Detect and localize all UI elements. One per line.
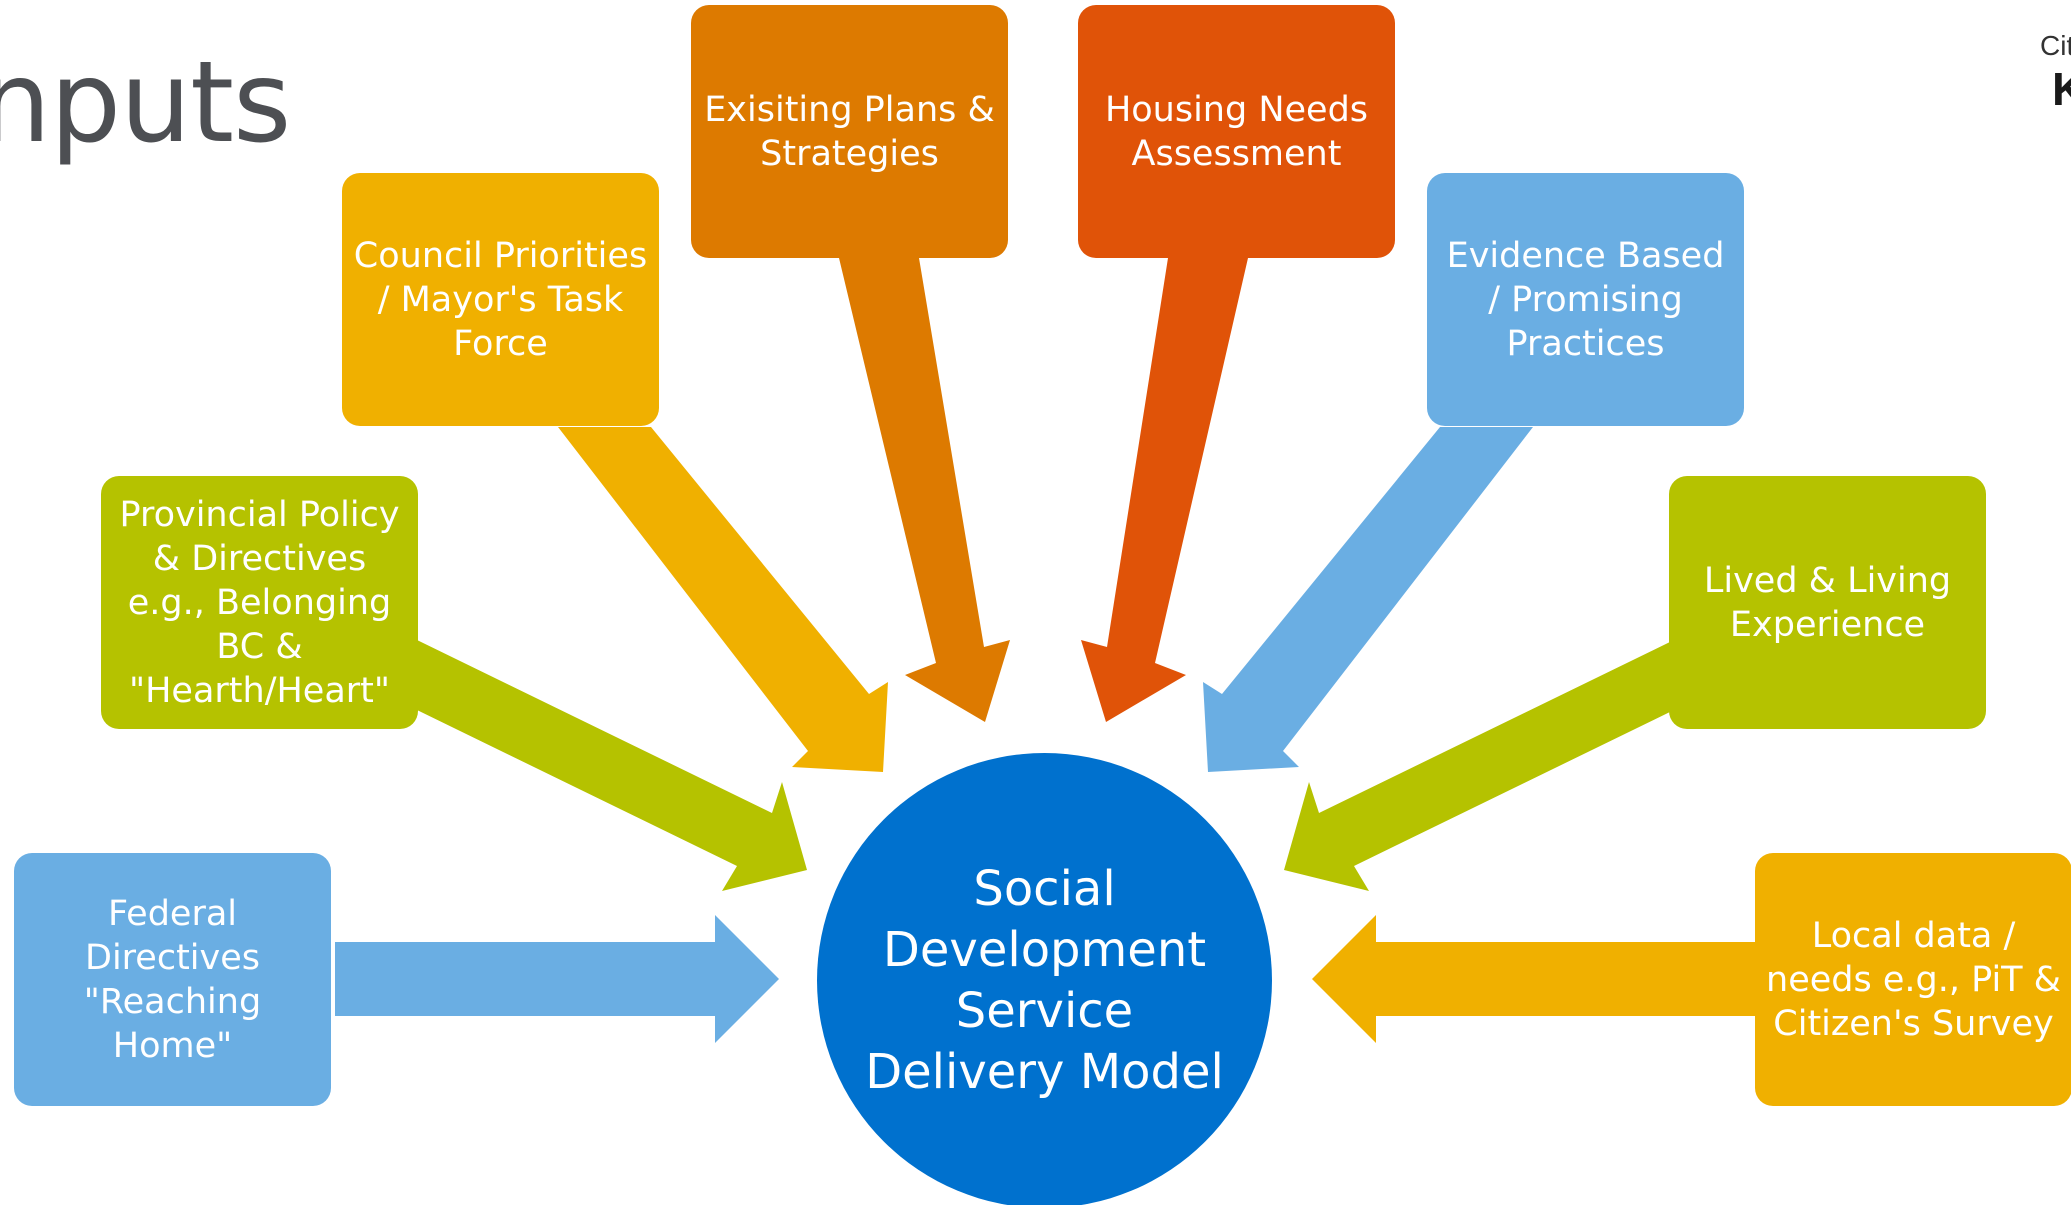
input-label-lived-experience: Lived & Living Experience — [1703, 560, 1952, 645]
input-box-evidence: Evidence Based / Promising Practices — [1427, 173, 1744, 426]
input-label-federal: Federal Directives "Reaching Home" — [83, 893, 262, 1066]
logo-text-small: Cit — [2040, 30, 2071, 61]
arrow-lived-experience — [1284, 640, 1674, 891]
input-box-existing-plans: Exisiting Plans & Strategies — [691, 5, 1008, 258]
input-label-existing-plans: Exisiting Plans & Strategies — [704, 89, 995, 174]
arrow-council — [558, 427, 888, 772]
arrow-existing-plans — [839, 258, 1010, 722]
input-box-lived-experience: Lived & Living Experience — [1669, 476, 1986, 729]
input-label-local-data: Local data / needs e.g., PiT & Citizen's… — [1766, 915, 2061, 1044]
input-label-housing-needs: Housing Needs Assessment — [1104, 89, 1369, 174]
arrow-provincial — [417, 640, 807, 891]
input-label-council: Council Priorities / Mayor's Task Force — [353, 235, 648, 364]
arrow-evidence — [1203, 427, 1533, 772]
input-box-federal: Federal Directives "Reaching Home" — [14, 853, 331, 1106]
arrow-local-data — [1312, 915, 1756, 1043]
slide-title: nputs — [0, 38, 291, 168]
input-box-local-data: Local data / needs e.g., PiT & Citizen's… — [1755, 853, 2071, 1106]
center-circle: Social Development Service Delivery Mode… — [817, 753, 1272, 1205]
center-label: Social Development Service Delivery Mode… — [865, 860, 1224, 1100]
input-label-provincial: Provincial Policy & Directives e.g., Bel… — [119, 494, 400, 711]
arrow-housing-needs — [1081, 258, 1248, 722]
input-label-evidence: Evidence Based / Promising Practices — [1446, 235, 1725, 364]
input-box-provincial: Provincial Policy & Directives e.g., Bel… — [101, 476, 418, 729]
arrow-federal — [335, 915, 779, 1043]
logo-text-large: K — [2052, 63, 2071, 115]
input-box-housing-needs: Housing Needs Assessment — [1078, 5, 1395, 258]
input-box-council: Council Priorities / Mayor's Task Force — [342, 173, 659, 426]
